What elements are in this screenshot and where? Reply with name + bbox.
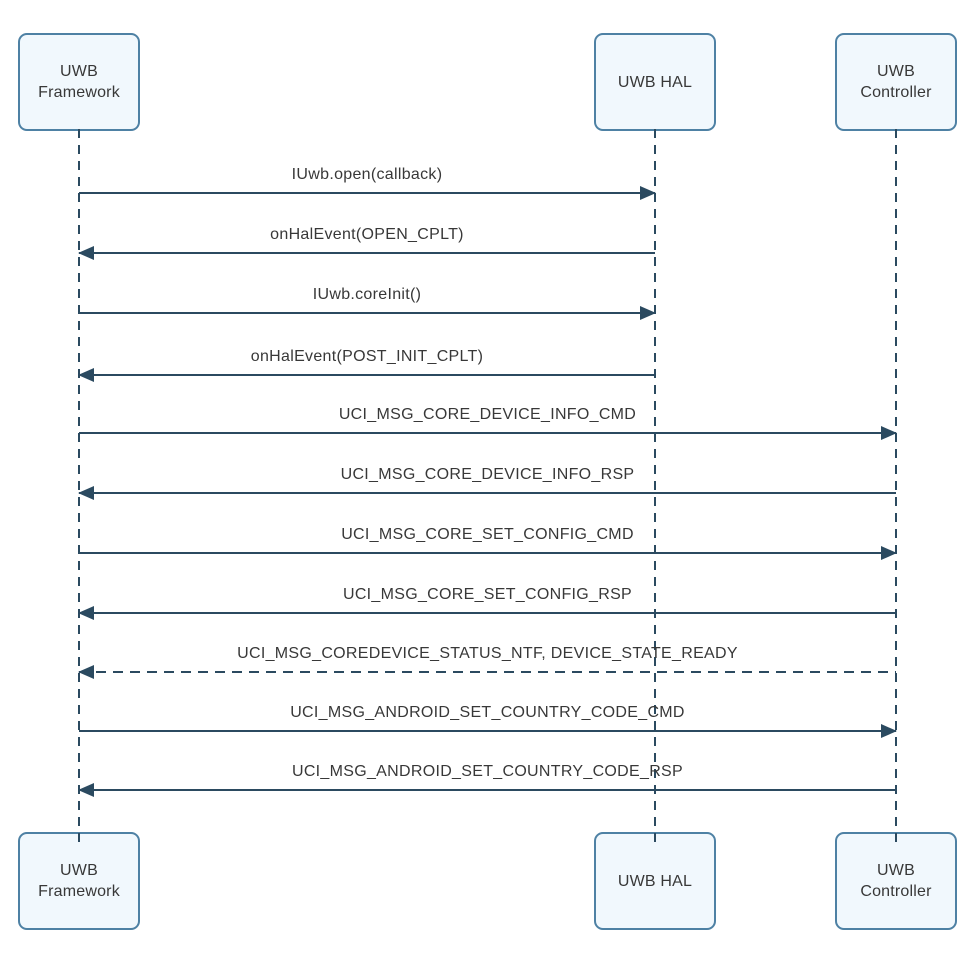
message-arrow-1 xyxy=(79,185,656,201)
message-arrow-9 xyxy=(78,664,896,680)
message-label: IUwb.open(callback) xyxy=(291,166,443,183)
actor-label-controller: UWB xyxy=(877,862,915,879)
message-arrow-10 xyxy=(79,723,897,739)
message-label: IUwb.coreInit() xyxy=(312,286,422,303)
arrowhead-left-icon xyxy=(78,486,94,500)
message-arrow-3 xyxy=(79,305,656,321)
lifeline-hal xyxy=(654,129,656,845)
message-label: UCI_MSG_CORE_DEVICE_INFO_RSP xyxy=(340,466,635,483)
arrowhead-left-icon xyxy=(78,783,94,797)
message-arrow-8 xyxy=(78,605,896,621)
actor-label-controller: Controller xyxy=(860,84,932,101)
message-arrow-2 xyxy=(78,245,655,261)
actor-box-hal-bottom: UWB HAL xyxy=(594,832,716,930)
message-line-solid xyxy=(79,789,896,791)
message-label: UCI_MSG_CORE_SET_CONFIG_RSP xyxy=(342,586,633,603)
message-line-solid xyxy=(79,374,655,376)
actor-label-controller: Controller xyxy=(860,883,932,900)
arrowhead-right-icon xyxy=(881,546,897,560)
message-label: UCI_MSG_ANDROID_SET_COUNTRY_CODE_RSP xyxy=(291,763,684,780)
arrowhead-left-icon xyxy=(78,606,94,620)
message-arrow-7 xyxy=(79,545,897,561)
actor-label-framework: UWB xyxy=(60,862,98,879)
arrowhead-right-icon xyxy=(640,306,656,320)
actor-label-controller: UWB xyxy=(877,63,915,80)
message-arrow-4 xyxy=(78,367,655,383)
actor-box-controller-top: UWB Controller xyxy=(835,33,957,131)
message-label: onHalEvent(OPEN_CPLT) xyxy=(270,226,464,243)
message-line-solid xyxy=(79,492,896,494)
message-arrow-11 xyxy=(78,782,896,798)
message-label: UCI_MSG_CORE_SET_CONFIG_CMD xyxy=(341,526,634,543)
message-line-solid xyxy=(79,252,655,254)
message-label: UCI_MSG_CORE_DEVICE_INFO_CMD xyxy=(338,406,637,423)
message-label: onHalEvent(POST_INIT_CPLT) xyxy=(250,348,484,365)
message-line-dashed xyxy=(79,671,896,673)
arrowhead-left-icon xyxy=(78,665,94,679)
actor-label-framework: UWB xyxy=(60,63,98,80)
message-label: UCI_MSG_COREDEVICE_STATUS_NTF, DEVICE_ST… xyxy=(237,645,738,662)
message-arrow-5 xyxy=(79,425,897,441)
message-line-solid xyxy=(79,192,655,194)
arrowhead-left-icon xyxy=(78,368,94,382)
arrowhead-right-icon xyxy=(881,426,897,440)
actor-label-framework: Framework xyxy=(38,84,120,101)
message-line-solid xyxy=(79,730,896,732)
actor-box-framework-top: UWB Framework xyxy=(18,33,140,131)
arrowhead-right-icon xyxy=(640,186,656,200)
actor-box-hal-top: UWB HAL xyxy=(594,33,716,131)
message-line-solid xyxy=(79,432,896,434)
message-line-solid xyxy=(79,612,896,614)
message-arrow-6 xyxy=(78,485,896,501)
lifeline-controller xyxy=(895,129,897,845)
message-label: UCI_MSG_ANDROID_SET_COUNTRY_CODE_CMD xyxy=(290,704,685,721)
actor-label-framework: Framework xyxy=(38,883,120,900)
arrowhead-left-icon xyxy=(78,246,94,260)
message-line-solid xyxy=(79,312,655,314)
actor-box-controller-bottom: UWB Controller xyxy=(835,832,957,930)
actor-box-framework-bottom: UWB Framework xyxy=(18,832,140,930)
arrowhead-right-icon xyxy=(881,724,897,738)
message-line-solid xyxy=(79,552,896,554)
actor-label-hal: UWB HAL xyxy=(617,872,693,890)
actor-label-hal: UWB HAL xyxy=(617,73,693,91)
